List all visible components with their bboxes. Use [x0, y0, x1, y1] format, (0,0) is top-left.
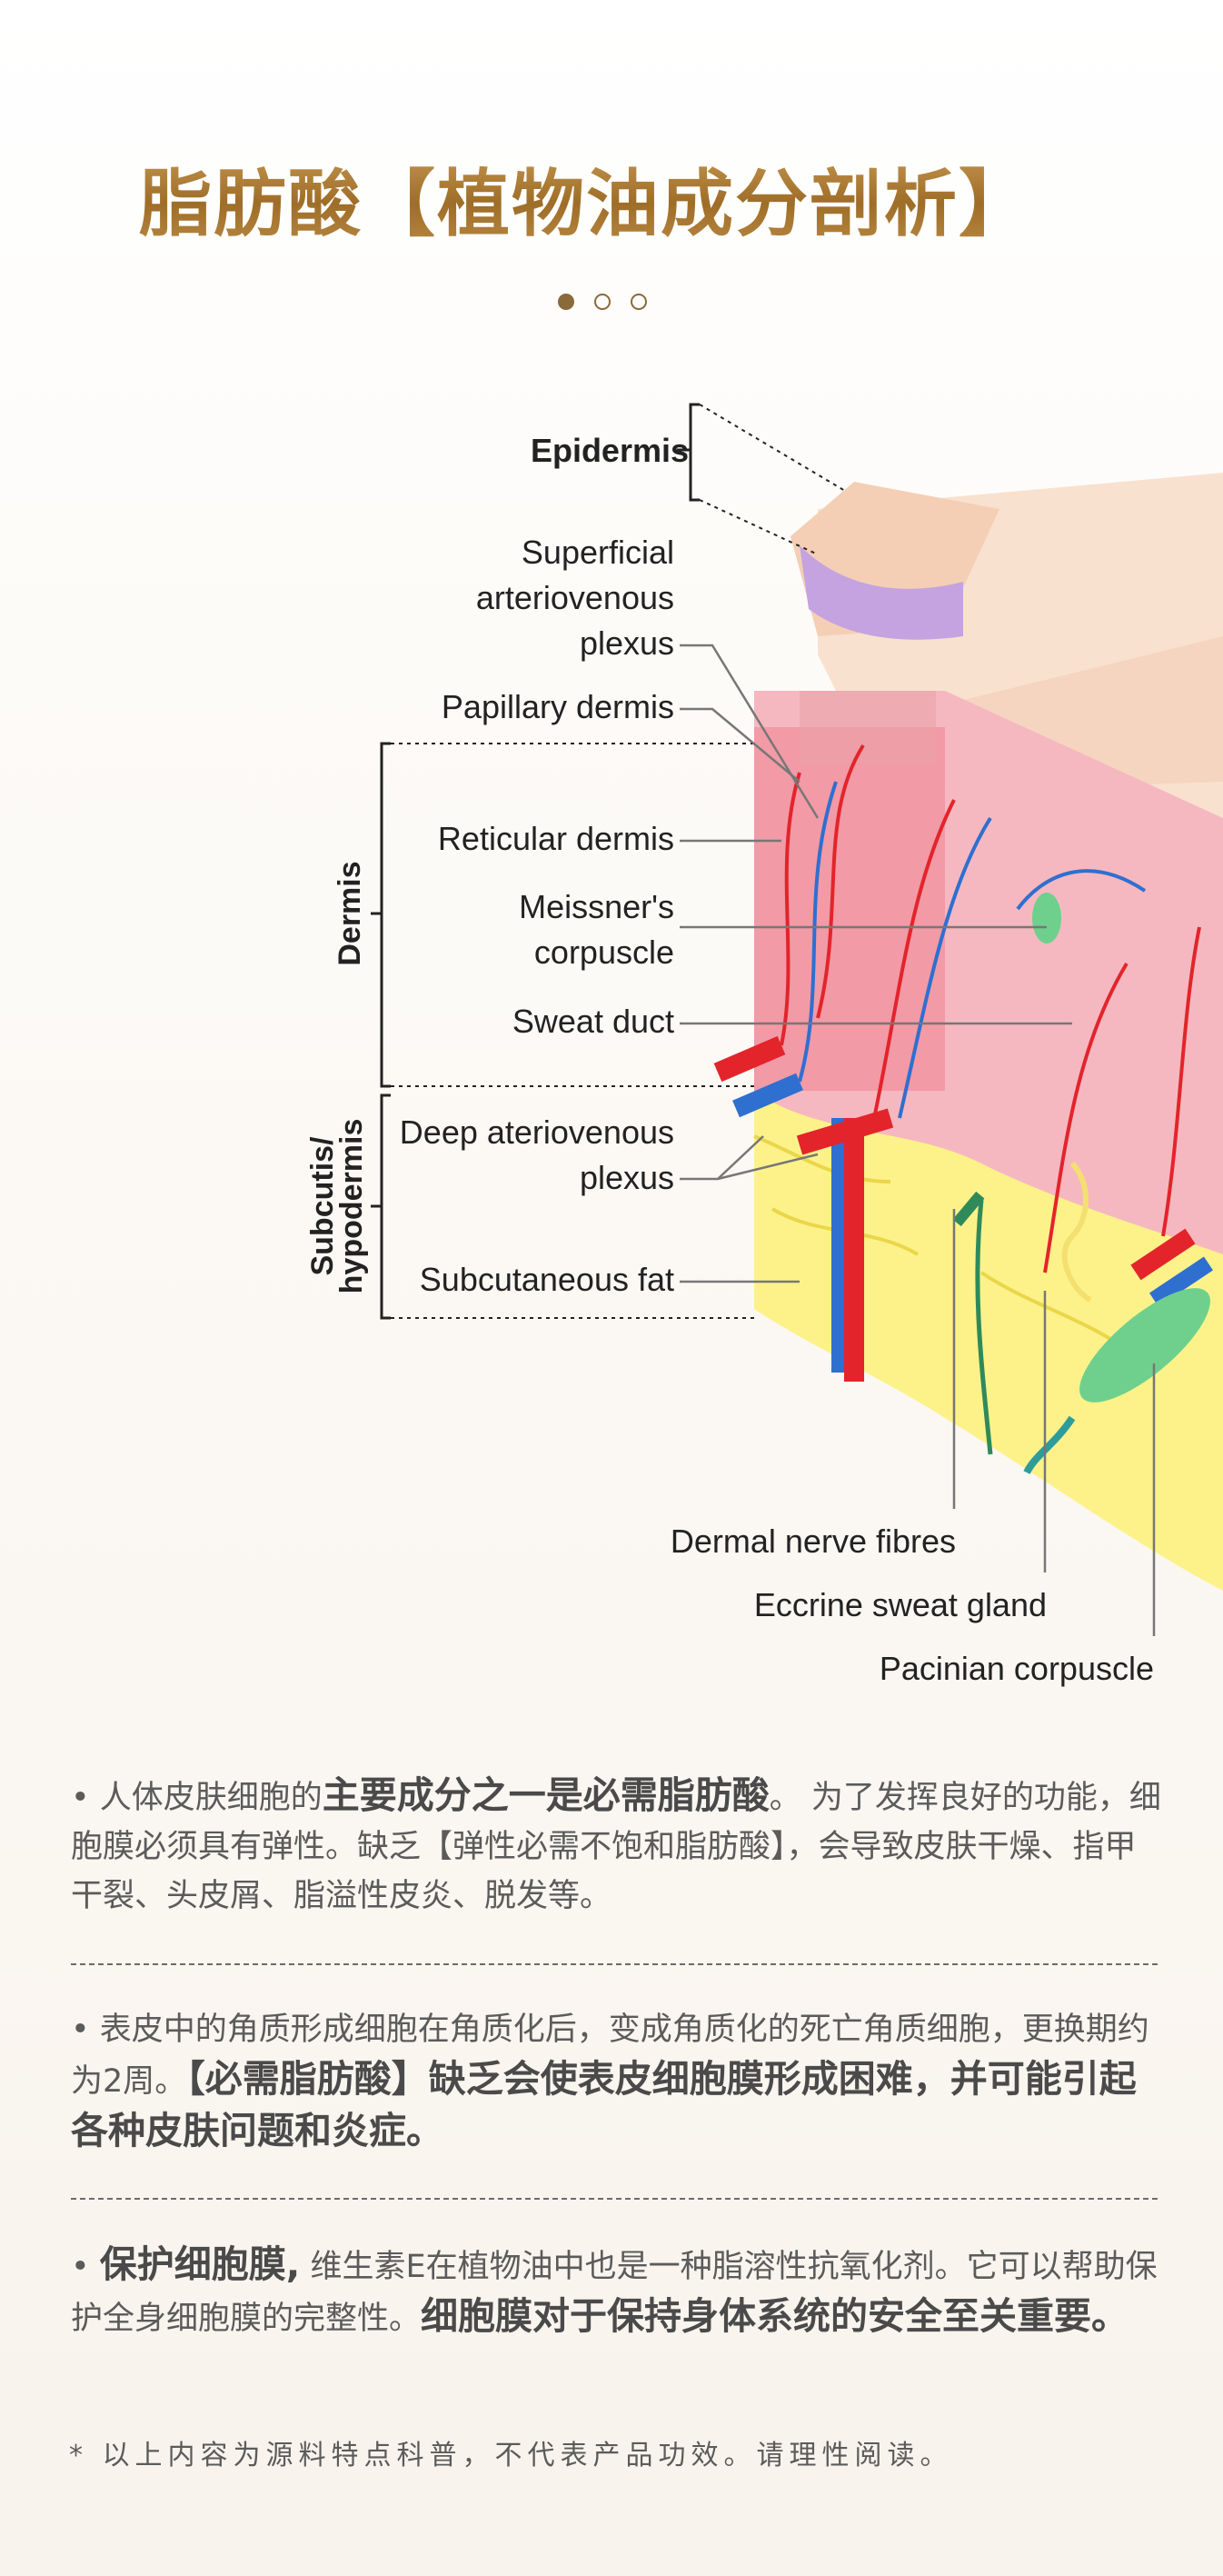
- label-subcutis-2: hypodermis: [334, 1119, 369, 1294]
- dashed-divider: [71, 2198, 1158, 2200]
- label-epidermis: Epidermis: [531, 432, 689, 469]
- paragraph-3-heading: 保护细胞膜,: [99, 2242, 301, 2286]
- skin-block-illustration: [713, 473, 1223, 1591]
- diagram-leader-lines: [680, 644, 1156, 1636]
- paragraph-fatty-acid-intro: • 人体皮肤细胞的主要成分之一是必需脂肪酸。 为了发挥良好的功能，细胞膜必须具有…: [71, 1771, 1161, 1921]
- label-meissner-1: Meissner's: [519, 888, 674, 925]
- pager-dot-active[interactable]: [558, 294, 574, 310]
- paragraph-3-text: 维生素E在植物油中也是一种脂溶性抗氧化剂。它可以帮助保护全身细胞膜的完整性。: [71, 2249, 1158, 2337]
- label-superficial-1: Superficial: [522, 534, 674, 571]
- footnote-disclaimer: * 以上内容为源料特点科普，不代表产品功效。请理性阅读。: [69, 2440, 953, 2471]
- label-reticular-dermis: Reticular dermis: [438, 820, 674, 857]
- label-sweat-duct: Sweat duct: [512, 1003, 674, 1040]
- paragraph-3-bullet: •: [71, 2249, 100, 2285]
- paragraph-cell-membrane: • 保护细胞膜, 维生素E在植物油中也是一种脂溶性抗氧化剂。它可以帮助保护全身细…: [71, 2240, 1161, 2343]
- skin-anatomy-diagram: Epidermis Superficial arteriovenous plex…: [305, 403, 1223, 1687]
- label-dermis: Dermis: [333, 861, 367, 965]
- carousel-pager: [0, 294, 1223, 310]
- label-subcutaneous-fat: Subcutaneous fat: [420, 1261, 674, 1298]
- diagram-brackets: [371, 403, 846, 1320]
- paragraph-1-text-rest: 。 为了发挥良好的功能，细胞膜必须具有弹性。缺乏【弹性必需不饱和脂肪酸】，会导致…: [71, 1780, 1161, 1914]
- label-deep-plexus-1: Deep ateriovenous: [400, 1113, 674, 1151]
- label-meissner-2: corpuscle: [534, 934, 674, 971]
- paragraph-epidermis: • 表皮中的角质形成细胞在角质化后，变成角质化的死亡角质细胞，更换期约为2周。【…: [71, 2005, 1161, 2158]
- pager-dot[interactable]: [631, 294, 647, 310]
- label-deep-plexus-2: plexus: [580, 1159, 674, 1196]
- dashed-divider: [71, 1963, 1158, 1965]
- page-title: 脂肪酸【植物油成分剖析】: [0, 145, 1172, 251]
- label-subcutis-1: Subcutis/: [305, 1136, 340, 1276]
- paragraph-3-highlight: 细胞膜对于保持身体系统的安全至关重要。: [421, 2294, 1129, 2338]
- paragraph-1-text: • 人体皮肤细胞的: [71, 1780, 323, 1816]
- label-superficial-2: arteriovenous: [476, 579, 674, 616]
- label-superficial-3: plexus: [580, 624, 674, 662]
- paragraph-2-text: • 表皮中的角质形成细胞在角质化后，变成角质化的死亡角质细胞，更换期约为2周。: [71, 2012, 1149, 2100]
- label-eccrine-sweat-gland: Eccrine sweat gland: [754, 1586, 1047, 1623]
- label-papillary-dermis: Papillary dermis: [442, 688, 674, 725]
- label-dermal-nerve-fibres: Dermal nerve fibres: [671, 1523, 956, 1560]
- pager-dot[interactable]: [594, 294, 611, 310]
- label-pacinian-corpuscle: Pacinian corpuscle: [880, 1650, 1154, 1687]
- paragraph-1-highlight: 主要成分之一是必需脂肪酸: [322, 1773, 770, 1817]
- paragraph-2-highlight: 【必需脂肪酸】缺乏会使表皮细胞膜形成困难，并可能引起各种皮肤问题和炎症。: [71, 2057, 1137, 2152]
